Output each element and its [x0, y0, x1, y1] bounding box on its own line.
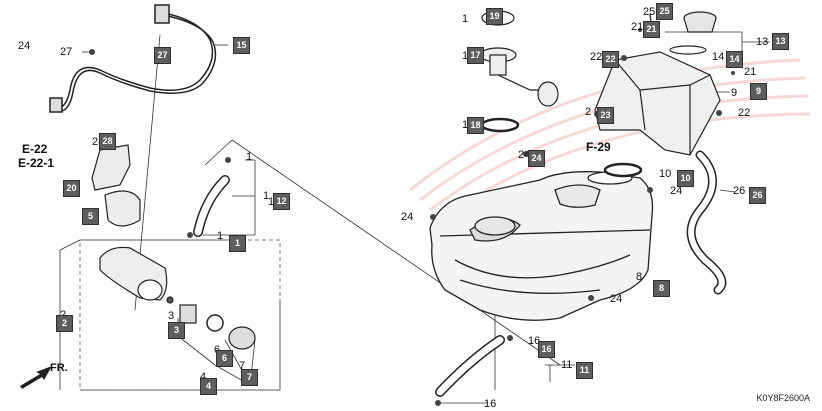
front-arrow-icon [20, 366, 52, 389]
callout-16-lower: 16 [484, 398, 497, 410]
callout-2-bracket: 2 [585, 106, 592, 118]
callout-16-upper: 16 [528, 335, 541, 347]
badge-28: 28 [99, 133, 116, 150]
callout-22-left: 22 [590, 51, 603, 63]
badge-27: 27 [154, 47, 171, 64]
ref-e22: E-22 [22, 142, 48, 156]
badge-14: 14 [726, 51, 743, 68]
filter-group-outline [79, 239, 281, 391]
badge-15: 15 [233, 37, 250, 54]
badge-16: 16 [538, 341, 555, 358]
callout-26: 26 [733, 185, 746, 197]
bracket-and-cover [91, 144, 141, 227]
tank-bracket [594, 51, 721, 156]
callout-1-pump-b: 1 [462, 50, 469, 62]
fuel-cap [649, 11, 717, 55]
badge-9: 9 [750, 83, 767, 100]
filter-housing [99, 246, 256, 350]
badge-6: 6 [216, 350, 233, 367]
callout-27: 24 [18, 40, 31, 52]
badge-4: 4 [200, 378, 217, 395]
callout-12-pre: 1 [268, 196, 275, 208]
badge-8: 8 [653, 280, 670, 297]
callout-7: 7 [239, 360, 246, 372]
badge-5: 5 [82, 208, 99, 225]
callout-21-right: 21 [744, 66, 757, 78]
callout-1-pump-a: 1 [462, 13, 469, 25]
callout-13: 13 [756, 36, 769, 48]
front-direction-label: FR. [50, 362, 68, 374]
ref-e22-1: E-22-1 [18, 156, 55, 170]
callout-24-b: 24 [670, 185, 683, 197]
badge-7: 7 [241, 369, 258, 386]
callout-25: 25 [643, 6, 656, 18]
wire-harness [49, 4, 217, 113]
badge-13: 13 [772, 33, 789, 50]
callout-10: 10 [659, 168, 672, 180]
badge-10: 10 [677, 170, 694, 187]
badge-1: 1 [229, 235, 246, 252]
badge-2: 2 [56, 315, 73, 332]
badge-25: 25 [656, 3, 673, 20]
badge-22: 22 [602, 51, 619, 68]
badge-26: 26 [749, 187, 766, 204]
callout-24-d: 24 [610, 293, 623, 305]
badge-11: 11 [576, 362, 593, 379]
diagram-code: K0Y8F2600A [756, 393, 810, 403]
callout-11: 11 [561, 359, 573, 371]
callout-1-mid: 1 [263, 190, 270, 202]
callout-1-top: 1 [246, 151, 253, 163]
badge-3: 3 [168, 322, 185, 339]
badge-21: 21 [643, 21, 660, 38]
badge-18: 18 [467, 117, 484, 134]
fasteners [89, 28, 735, 406]
callout-4: 4 [200, 371, 207, 383]
fuel-pump [479, 10, 559, 133]
callout-24-a: 24 [518, 149, 531, 161]
callout-27-bolt: 27 [60, 46, 73, 58]
badge-17: 17 [467, 47, 484, 64]
callout-24-c: 24 [401, 211, 414, 223]
callout-3: 3 [168, 310, 175, 322]
badge-19: 19 [486, 8, 503, 25]
callout-1-pump-c: 1 [462, 119, 469, 131]
callout-9: 9 [731, 87, 738, 99]
callout-1-low: 1 [217, 230, 224, 242]
callout-8: 8 [636, 271, 643, 283]
callout-22-right: 22 [738, 107, 751, 119]
badge-24: 24 [528, 150, 545, 167]
badge-23: 23 [597, 107, 614, 124]
callout-21-top: 21 [631, 21, 644, 33]
callout-14: 14 [712, 51, 725, 63]
ref-f29: F-29 [586, 140, 611, 154]
badge-12: 12 [273, 193, 290, 210]
filler-gasket [603, 162, 643, 178]
fuel-tank [429, 171, 654, 321]
badge-20: 20 [63, 180, 80, 197]
